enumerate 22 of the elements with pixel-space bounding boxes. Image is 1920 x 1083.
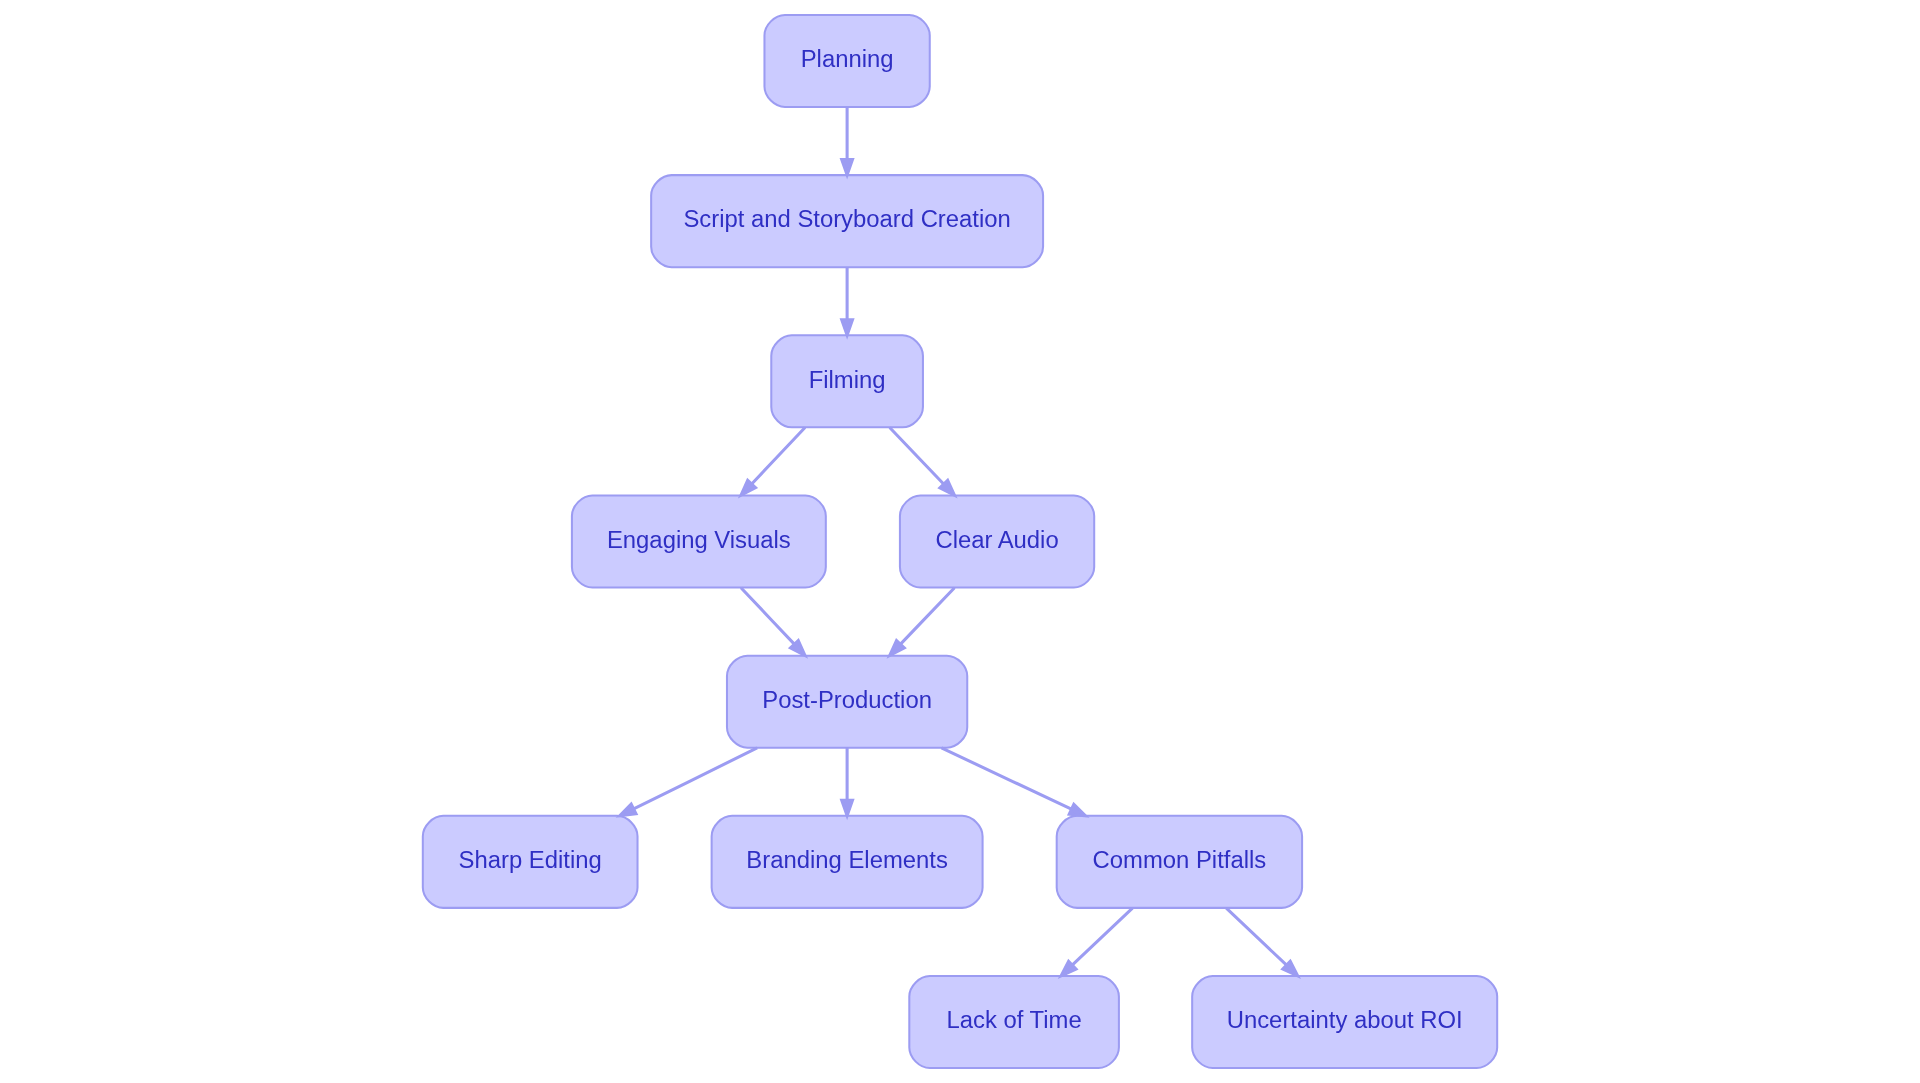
node-box: Clear Audio xyxy=(898,494,1096,589)
node-box: Sharp Editing xyxy=(421,814,639,909)
node-box: Uncertainty about ROI xyxy=(1191,975,1499,1070)
arrow xyxy=(1057,906,1134,979)
node-box: Filming xyxy=(770,334,924,429)
arrow xyxy=(839,747,855,821)
arrow xyxy=(615,746,758,818)
node-box: Engaging Visuals xyxy=(570,494,827,589)
node-box: Planning xyxy=(763,13,931,108)
node-box: Lack of Time xyxy=(908,975,1120,1070)
arrow xyxy=(886,586,956,659)
arrow xyxy=(1225,906,1301,979)
arrow xyxy=(739,586,809,659)
node-box: Common Pitfalls xyxy=(1055,814,1304,909)
arrow xyxy=(940,746,1090,818)
node-box: Script and Storyboard Creation xyxy=(650,174,1045,269)
arrow xyxy=(737,426,807,499)
arrow xyxy=(839,107,855,180)
node-box: Post-Production xyxy=(725,654,969,749)
arrow xyxy=(888,426,958,499)
arrow xyxy=(839,267,855,340)
node-box: Branding Elements xyxy=(710,814,984,909)
